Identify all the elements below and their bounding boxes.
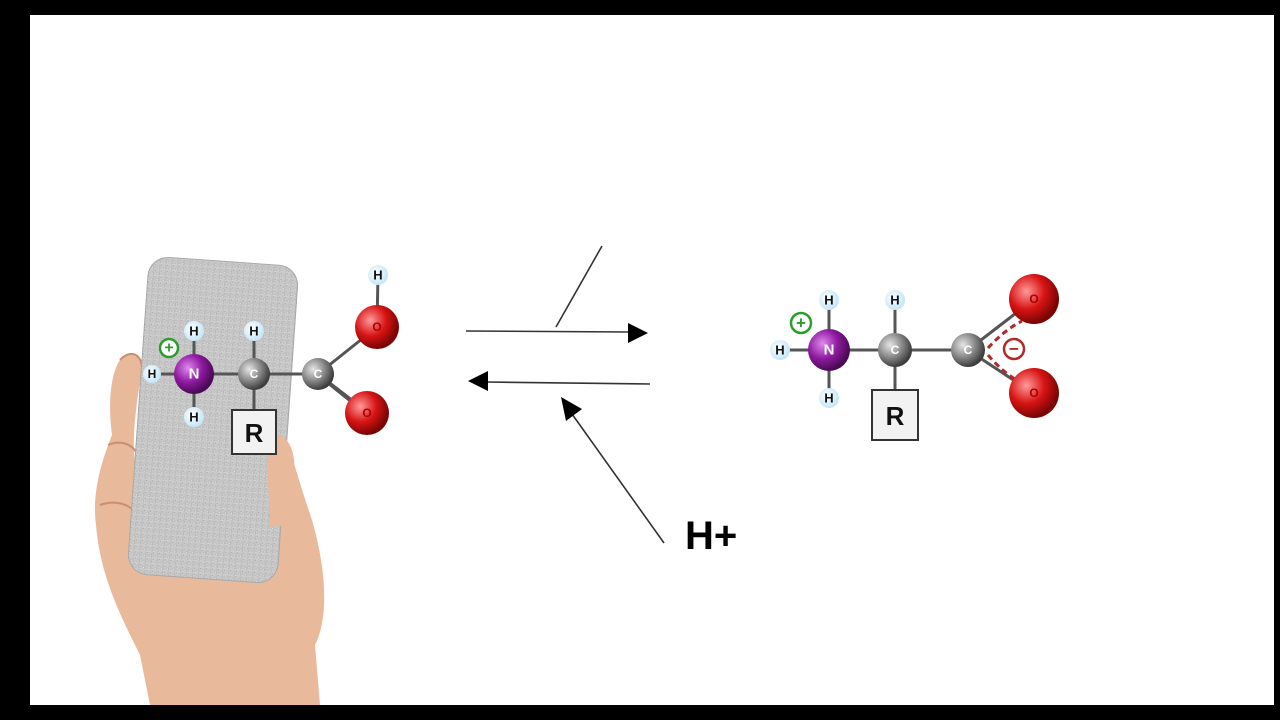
atom-label-h: H [824, 391, 833, 406]
right-molecule: H N H H + C H R C − [770, 274, 1059, 441]
oxygen-atom [355, 305, 399, 349]
atom-label-c: C [891, 343, 900, 357]
hand-holding-eraser-icon [94, 257, 325, 705]
carbon-atom [951, 333, 985, 367]
atom-label-h: H [775, 343, 784, 358]
atom-label-c: C [250, 367, 259, 381]
atom-label-h: H [373, 268, 382, 283]
atom-label-c: C [964, 343, 973, 357]
atom-label-n: N [189, 366, 200, 383]
atom-label-h: H [890, 293, 899, 308]
atom-label-h: H [189, 324, 198, 339]
oxygen-atom [1009, 274, 1059, 324]
positive-charge-icon [789, 311, 813, 335]
carbon-atom [238, 358, 270, 390]
hydrogen-atom [885, 290, 905, 310]
charge-label: + [796, 314, 806, 333]
carbon-atom [302, 358, 334, 390]
atom-label-h: H [824, 293, 833, 308]
atom-label-h: H [148, 367, 157, 381]
r-group-box [231, 409, 277, 455]
atom-label-o: O [1029, 386, 1038, 400]
carbon-atom [878, 333, 912, 367]
hydrogen-atom [184, 321, 204, 341]
negative-charge-icon [1002, 337, 1026, 361]
hydrogen-atom [244, 321, 264, 341]
atom-label-h: H [249, 324, 258, 339]
hydrogen-atom [143, 365, 161, 383]
atom-label-o: O [362, 406, 371, 420]
charge-label: − [1009, 340, 1019, 359]
hydrogen-atom [184, 407, 204, 427]
atom-label-o: O [1029, 292, 1038, 306]
nitrogen-atom [174, 354, 214, 394]
oxygen-atom [1009, 368, 1059, 418]
proton-label: H+ [685, 514, 737, 558]
positive-charge-icon [158, 337, 180, 359]
r-group-box [871, 389, 919, 441]
slide-canvas: H N H H + C H R C O H [30, 15, 1274, 705]
charge-label: + [164, 340, 173, 357]
proton-label-text: H+ [685, 514, 737, 558]
hydrogen-atom [770, 340, 790, 360]
nitrogen-atom [808, 329, 850, 371]
atom-label-n: N [824, 342, 835, 359]
diagram-svg: H N H H + C H R C O H [94, 245, 1059, 705]
hydrogen-atom [819, 388, 839, 408]
atom-label-h: H [189, 410, 198, 425]
proton-entering-arrow [571, 413, 665, 544]
hydrogen-atom [368, 265, 388, 285]
r-group-label: R [245, 418, 264, 448]
left-molecule: H N H H + C H R C O H [143, 265, 399, 455]
atom-label-c: C [314, 367, 323, 381]
atom-label-o: O [372, 320, 381, 334]
equilibrium-arrow-icon [465, 245, 665, 544]
oxygen-atom [345, 391, 389, 435]
proton-leaving-arrow [555, 245, 603, 328]
r-group-label: R [886, 401, 905, 431]
hydrogen-atom [819, 290, 839, 310]
